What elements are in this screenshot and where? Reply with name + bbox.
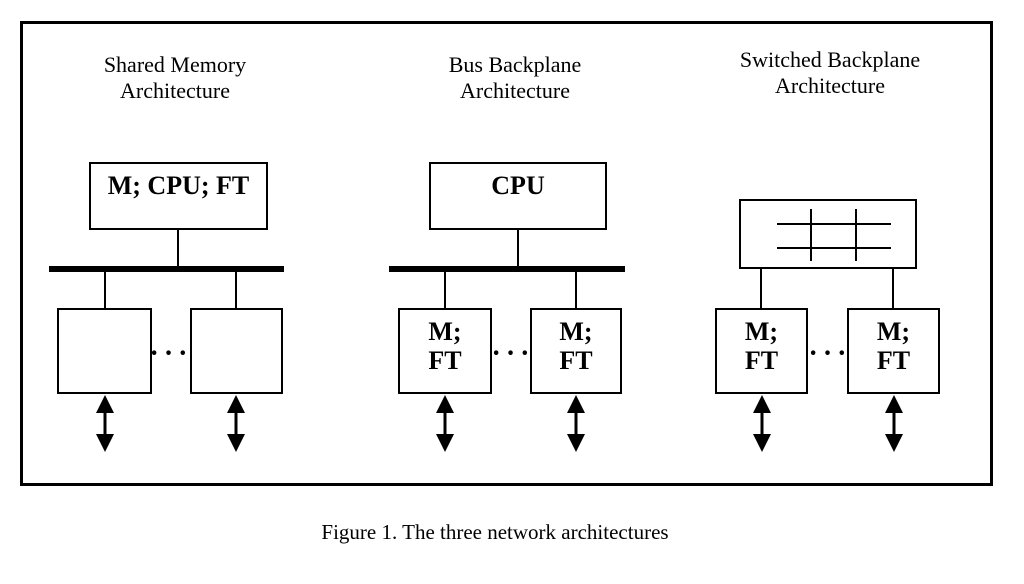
shared-memory-title-line1: Shared Memory xyxy=(103,52,247,77)
switched-backplane-switch-box xyxy=(739,199,917,269)
switched-backplane-title-line1: Switched Backplane xyxy=(739,47,921,72)
switched-backplane-right-node-label-line1: M; xyxy=(876,317,911,346)
bus-backplane-right-node-label-line2: FT xyxy=(559,346,593,375)
bus-backplane-bus-bar xyxy=(389,266,625,272)
shared-memory-title-line2: Architecture xyxy=(120,78,230,103)
shared-memory-bus-to-left-node-line xyxy=(104,272,106,308)
bus-backplane-bus-to-right-node-line xyxy=(575,272,577,308)
bus-backplane-right-node-box: M; FT xyxy=(530,308,622,394)
bidirectional-arrow-icon xyxy=(227,395,245,452)
bus-backplane-cpu-to-bus-line xyxy=(517,230,519,266)
switched-backplane-ellipsis-dots: ··· xyxy=(808,338,852,369)
bus-backplane-ellipsis-dots: ··· xyxy=(491,338,535,369)
switched-backplane-left-node-label-line1: M; xyxy=(744,317,779,346)
shared-memory-ellipsis-dots: ··· xyxy=(149,338,193,369)
switched-backplane-left-node-label-line2: FT xyxy=(744,346,779,375)
bus-backplane-title: Bus Backplane Architecture xyxy=(380,52,650,104)
bidirectional-arrow-icon xyxy=(436,395,454,452)
bidirectional-arrow-icon xyxy=(96,395,114,452)
bus-backplane-bus-to-left-node-line xyxy=(444,272,446,308)
bus-backplane-cpu-box-label: CPU xyxy=(491,171,545,200)
switch-to-left-node-line xyxy=(760,269,762,308)
switch-to-right-node-line xyxy=(892,269,894,308)
switched-backplane-right-node-label-line2: FT xyxy=(876,346,911,375)
bus-backplane-cpu-box: CPU xyxy=(429,162,607,230)
shared-memory-right-node-box xyxy=(190,308,283,394)
bus-backplane-left-node-box: M; FT xyxy=(398,308,492,394)
switched-backplane-left-node-box: M; FT xyxy=(715,308,808,394)
shared-memory-title: Shared Memory Architecture xyxy=(40,52,310,104)
switched-backplane-title: Switched Backplane Architecture xyxy=(690,47,970,99)
bus-backplane-title-line1: Bus Backplane xyxy=(448,52,582,77)
switched-backplane-right-node-box: M; FT xyxy=(847,308,940,394)
crossbar-switch-icon xyxy=(777,209,891,261)
bus-backplane-title-line2: Architecture xyxy=(460,78,570,103)
shared-memory-cpu-box: M; CPU; FT xyxy=(89,162,268,230)
bidirectional-arrow-icon xyxy=(885,395,903,452)
bus-backplane-left-node-label-line2: FT xyxy=(428,346,462,375)
shared-memory-bus-bar xyxy=(49,266,284,272)
shared-memory-cpu-box-label: M; CPU; FT xyxy=(107,171,250,200)
bus-backplane-right-node-label-line1: M; xyxy=(559,317,593,346)
shared-memory-cpu-to-bus-line xyxy=(177,230,179,266)
switched-backplane-title-line2: Architecture xyxy=(775,73,885,98)
bidirectional-arrow-icon xyxy=(567,395,585,452)
figure-caption: Figure 1. The three network architecture… xyxy=(321,520,669,544)
shared-memory-bus-to-right-node-line xyxy=(235,272,237,308)
bus-backplane-left-node-label-line1: M; xyxy=(428,317,462,346)
shared-memory-left-node-box xyxy=(57,308,152,394)
bidirectional-arrow-icon xyxy=(753,395,771,452)
